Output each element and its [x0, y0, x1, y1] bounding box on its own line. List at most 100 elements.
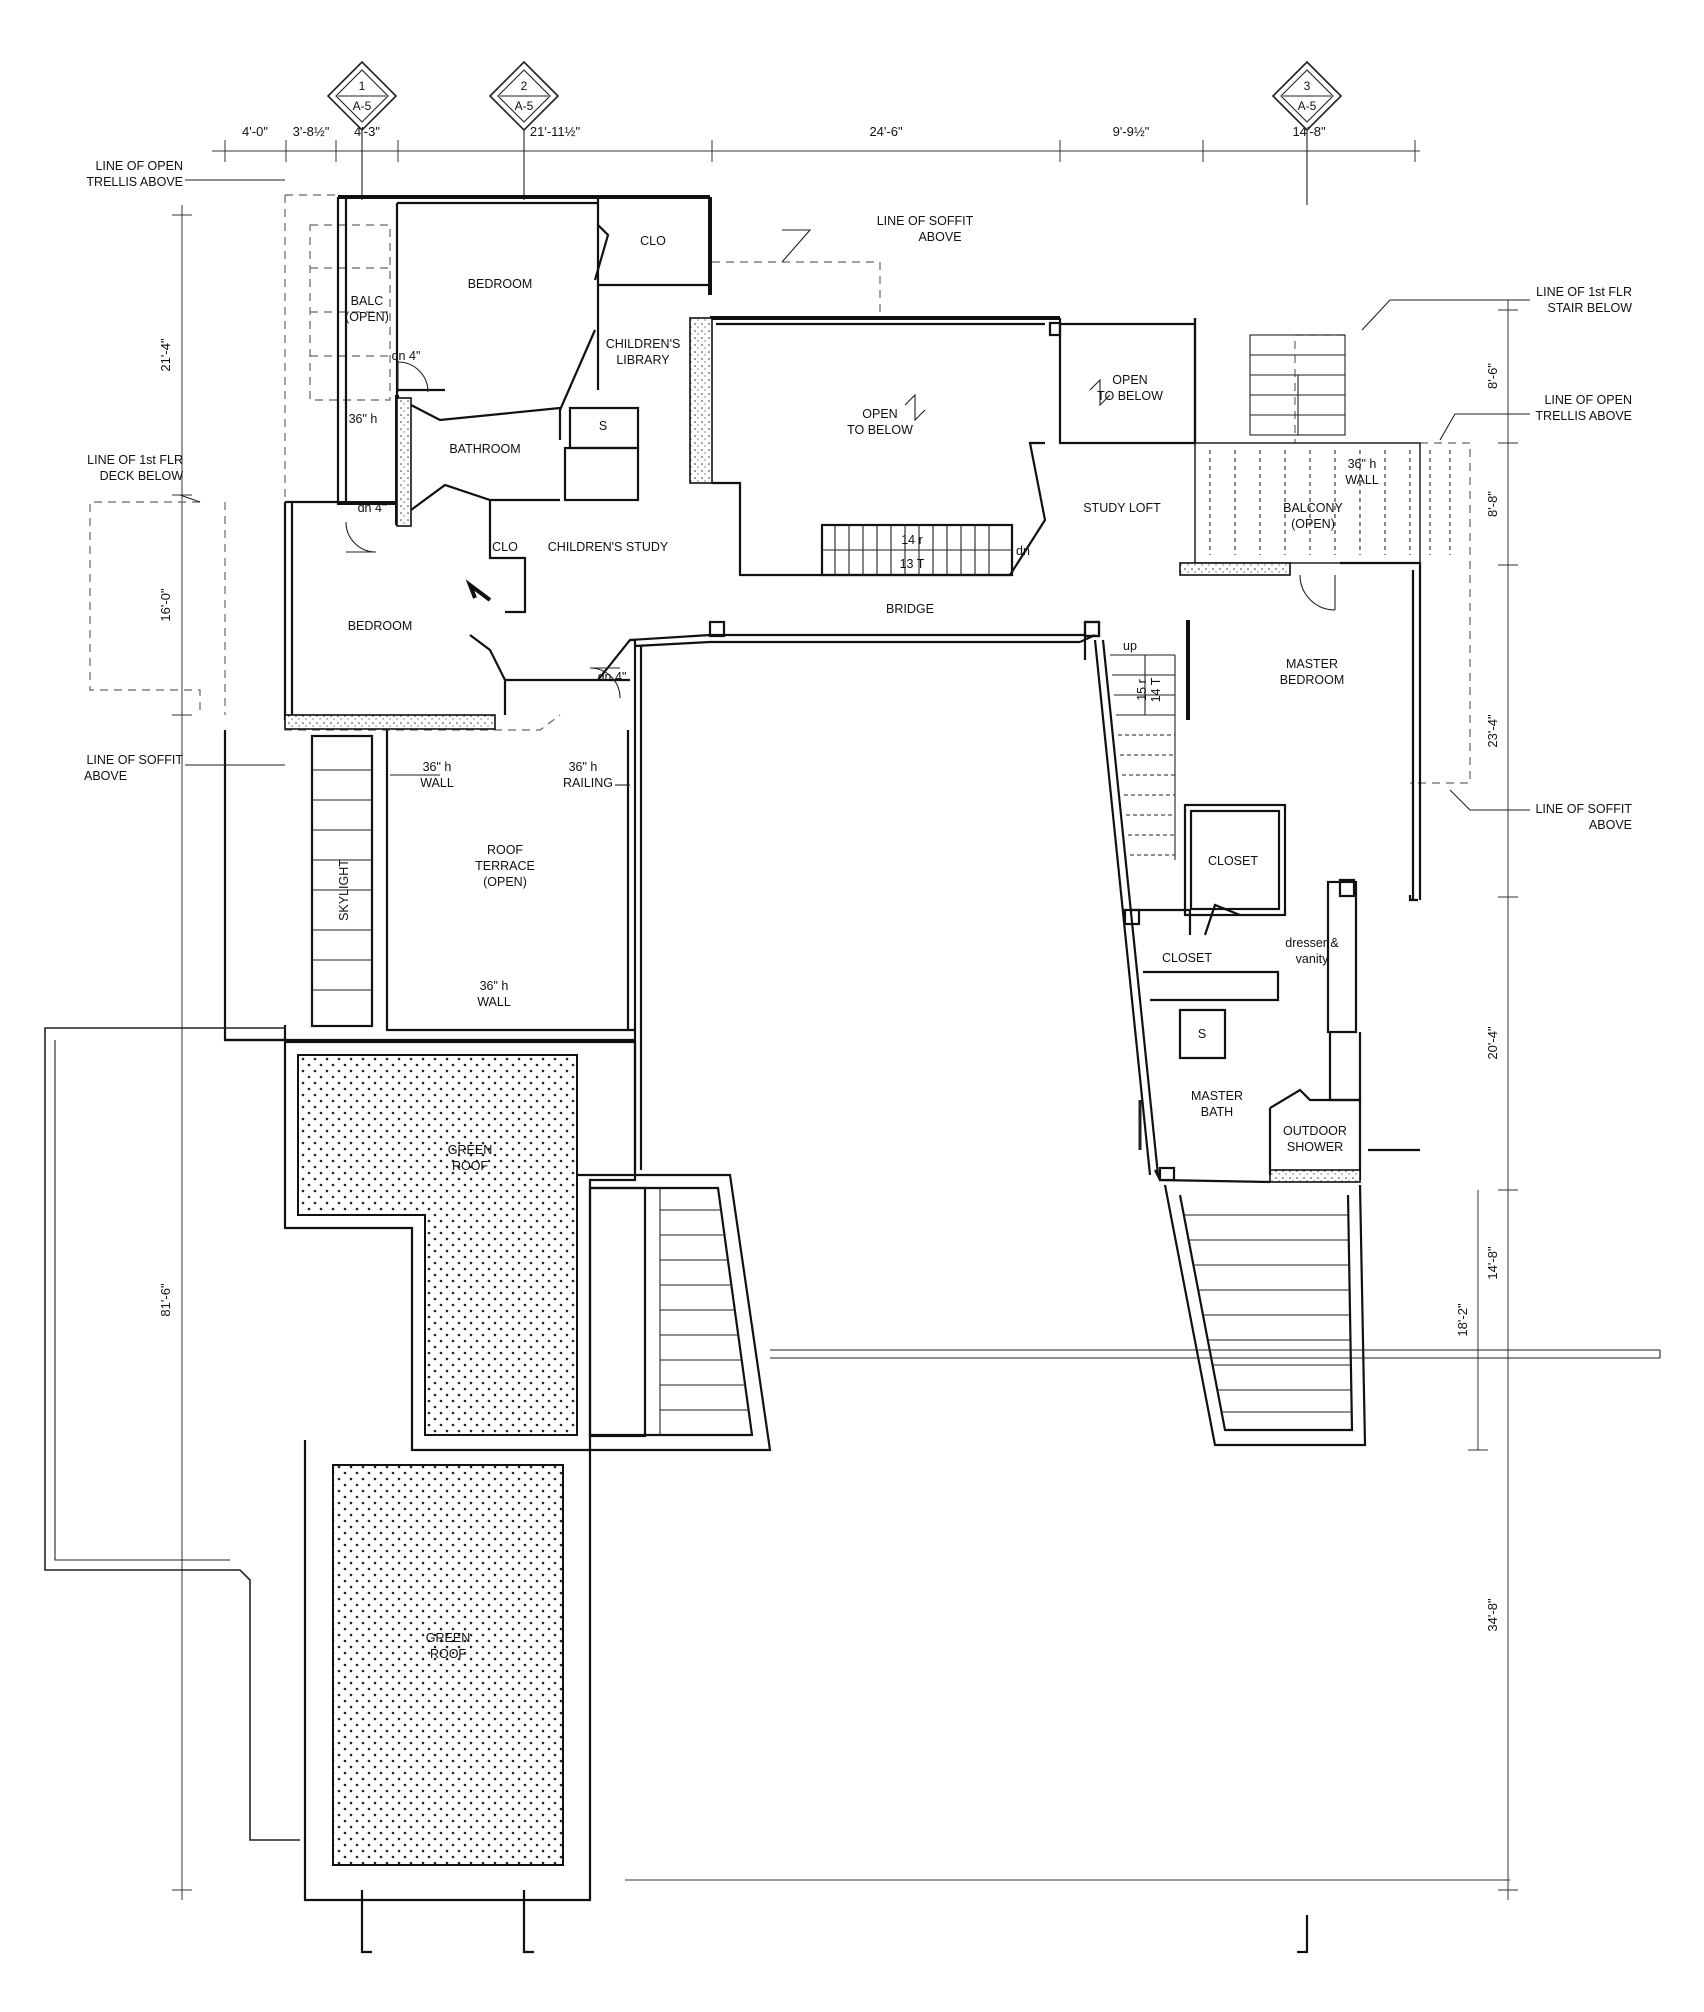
section-marker-2-number: 2: [521, 79, 528, 93]
plan-notes: LINE OF OPEN TRELLIS ABOVE LINE OF SOFFI…: [84, 159, 1632, 1009]
room-label-balc-open: (OPEN): [345, 310, 389, 324]
room-label-master-bedroom-1: MASTER: [1286, 657, 1338, 671]
note-dn-stair: dn: [1016, 544, 1030, 558]
dim-right-2: 8'-8": [1485, 491, 1500, 517]
note-stair-13t: 13 T: [900, 557, 925, 571]
room-label-open-below-b-1: OPEN: [1112, 373, 1147, 387]
note-wall-36b-1: 36" h: [480, 979, 509, 993]
note-deck-below-1: LINE OF 1st FLR: [87, 453, 183, 467]
room-label-dresser-1: dresser &: [1285, 936, 1339, 950]
dim-top-6: 9'-9½": [1113, 124, 1150, 139]
section-marker-3: [1271, 60, 1343, 205]
note-railing-36-1: 36" h: [569, 760, 598, 774]
lower-center-treads: [659, 1188, 749, 1435]
right-wing-walls: [1093, 318, 1451, 1184]
note-soffit-left-2: ABOVE: [84, 769, 127, 783]
room-label-open-below-a-1: OPEN: [862, 407, 897, 421]
section-marker-3-sheet: A-5: [1298, 99, 1317, 113]
room-label-roof-terrace-2: TERRACE: [475, 859, 535, 873]
room-label-outdoor-shower-2: SHOWER: [1287, 1140, 1343, 1154]
dashed-reference-lines: [89, 194, 1471, 784]
room-label-balc: BALC: [351, 294, 384, 308]
section-marker-1-sheet: A-5: [353, 99, 372, 113]
green-roofs: [44, 1027, 637, 1902]
room-label-roof-terrace-1: ROOF: [487, 843, 523, 857]
section-marker-1-number: 1: [359, 79, 366, 93]
room-labels: BEDROOM CLO BALC (OPEN) CHILDREN'S LIBRA…: [337, 234, 1347, 1661]
room-label-master-bath-2: BATH: [1201, 1105, 1233, 1119]
note-dn-4-a: dn 4": [392, 349, 421, 363]
room-label-open-below-b-2: TO BELOW: [1097, 389, 1163, 403]
room-label-dresser-2: vanity: [1296, 952, 1329, 966]
note-dn-4-c: dn 4": [598, 670, 627, 684]
dim-top-7: 14'-8": [1292, 124, 1326, 139]
note-soffit-right-1: LINE OF SOFFIT: [1535, 802, 1632, 816]
room-label-clo-lower: CLO: [492, 540, 518, 554]
room-label-bridge: BRIDGE: [886, 602, 934, 616]
note-stair-14t: 14 T: [1149, 677, 1163, 702]
note-leaders: [179, 179, 1530, 811]
dim-right-4: 20'-4": [1485, 1026, 1500, 1060]
center-open-area: [689, 316, 1197, 577]
note-stair-below-1: LINE OF 1st FLR: [1536, 285, 1632, 299]
dim-left-2: 16'-0": [158, 588, 173, 622]
room-label-bedroom-upper: BEDROOM: [468, 277, 533, 291]
room-label-green-roof-a-2: ROOF: [452, 1159, 488, 1173]
note-soffit-top-2: ABOVE: [918, 230, 961, 244]
room-label-clo-upper: CLO: [640, 234, 666, 248]
note-wall-36h-left: 36" h: [349, 412, 378, 426]
dim-top-1: 4'-0": [242, 124, 268, 139]
room-label-green-roof-b-2: ROOF: [430, 1647, 466, 1661]
note-trellis-right-1: LINE OF OPEN: [1544, 393, 1632, 407]
room-label-green-roof-b-1: GREEN: [426, 1631, 470, 1645]
room-label-shower-s2: S: [1198, 1027, 1206, 1041]
note-wall-36a-1: 36" h: [423, 760, 452, 774]
room-label-green-roof-a-1: GREEN: [448, 1143, 492, 1157]
room-label-master-bath-1: MASTER: [1191, 1089, 1243, 1103]
section-marker-2: [488, 60, 560, 200]
room-label-childrens-library-2: LIBRARY: [616, 353, 670, 367]
room-label-study-loft: STUDY LOFT: [1083, 501, 1161, 515]
room-label-childrens-study: CHILDREN'S STUDY: [548, 540, 669, 554]
note-wall-36c-1: 36" h: [1348, 457, 1377, 471]
room-label-bedroom-lower: BEDROOM: [348, 619, 413, 633]
room-label-roof-terrace-3: (OPEN): [483, 875, 527, 889]
note-open-trellis-2: TRELLIS ABOVE: [86, 175, 183, 189]
note-wall-36a-2: WALL: [420, 776, 454, 790]
dim-right-1: 8'-6": [1485, 363, 1500, 389]
room-label-skylight: SKYLIGHT: [337, 859, 351, 921]
room-label-closet-upper: CLOSET: [1208, 854, 1258, 868]
note-deck-below-2: DECK BELOW: [100, 469, 184, 483]
section-marker-1: [326, 60, 398, 200]
dim-top-4: 21'-11½": [530, 124, 581, 139]
stair-treads-center: [822, 525, 1012, 575]
note-stair-15r: 15 r: [1135, 679, 1149, 701]
note-wall-36c-2: WALL: [1345, 473, 1379, 487]
trellis-left: [309, 224, 391, 401]
section-marker-3-number: 3: [1304, 79, 1311, 93]
note-wall-36b-2: WALL: [477, 995, 511, 1009]
note-soffit-top-1: LINE OF SOFFIT: [877, 214, 974, 228]
section-cut-marks: [360, 1890, 1309, 1954]
note-soffit-left-1: LINE OF SOFFIT: [86, 753, 183, 767]
room-label-outdoor-shower-1: OUTDOOR: [1283, 1124, 1347, 1138]
note-trellis-right-2: TRELLIS ABOVE: [1535, 409, 1632, 423]
note-stair-14r: 14 r: [901, 533, 923, 547]
dimension-lines: [172, 140, 1518, 1900]
dim-right-5: 14'-8": [1485, 1246, 1500, 1280]
dim-top-2: 3'-8½": [293, 124, 330, 139]
lower-right-stair: [1163, 1184, 1367, 1447]
room-label-open-below-a-2: TO BELOW: [847, 423, 913, 437]
bridge-walls: [629, 620, 1101, 1170]
upper-left-wing-walls: [283, 195, 712, 730]
note-stair-below-2: STAIR BELOW: [1547, 301, 1632, 315]
grade-line: [770, 1349, 1661, 1359]
dim-right-6: 18'-2": [1455, 1303, 1470, 1337]
dim-top-5: 24'-6": [869, 124, 903, 139]
balcony-slats: [1209, 450, 1451, 555]
note-dn-4-b: dn 4": [358, 501, 387, 515]
room-label-closet-lower: CLOSET: [1162, 951, 1212, 965]
stair-up-right: [1110, 654, 1176, 860]
lower-center-stair: [577, 1173, 772, 1452]
